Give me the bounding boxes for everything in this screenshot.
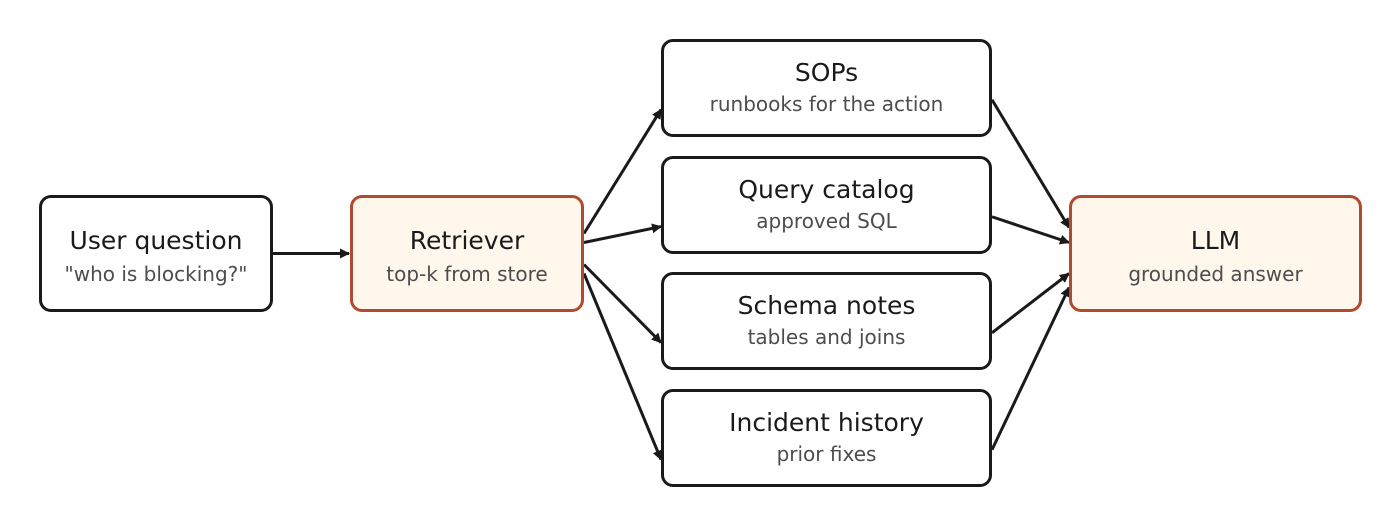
node-title: Schema notes bbox=[737, 291, 916, 320]
node-title: User question bbox=[69, 225, 243, 255]
node-subtitle: grounded answer bbox=[1128, 261, 1303, 286]
edge-retriever-to-sops bbox=[582, 108, 663, 235]
node-title: SOPs bbox=[794, 58, 859, 87]
node-llm: LLM grounded answer bbox=[1069, 195, 1362, 312]
node-sops: SOPs runbooks for the action bbox=[661, 39, 992, 137]
node-subtitle: top-k from store bbox=[386, 261, 548, 286]
node-subtitle: tables and joins bbox=[747, 325, 906, 349]
node-subtitle: runbooks for the action bbox=[709, 92, 944, 116]
node-subtitle: approved SQL bbox=[756, 209, 897, 233]
edge-retriever-to-schema bbox=[582, 263, 663, 344]
edge-sops-to-llm bbox=[990, 98, 1071, 229]
edge-query-to-llm bbox=[991, 215, 1070, 245]
node-title: Query catalog bbox=[738, 175, 915, 204]
node-subtitle: prior fixes bbox=[776, 442, 877, 466]
node-title: Retriever bbox=[409, 225, 525, 255]
edge-retriever-to-query bbox=[583, 223, 662, 244]
node-user-question: User question "who is blocking?" bbox=[39, 195, 273, 312]
node-subtitle: "who is blocking?" bbox=[64, 261, 248, 286]
edge-incident-to-llm bbox=[990, 286, 1071, 451]
node-schema-notes: Schema notes tables and joins bbox=[661, 272, 992, 370]
node-title: LLM bbox=[1190, 225, 1241, 255]
node-query-catalog: Query catalog approved SQL bbox=[661, 156, 992, 254]
node-incident-history: Incident history prior fixes bbox=[661, 389, 992, 487]
node-retriever: Retriever top-k from store bbox=[350, 195, 584, 312]
edge-schema-to-llm bbox=[991, 272, 1070, 334]
edge-retriever-to-incident bbox=[582, 272, 663, 461]
node-title: Incident history bbox=[729, 408, 924, 437]
